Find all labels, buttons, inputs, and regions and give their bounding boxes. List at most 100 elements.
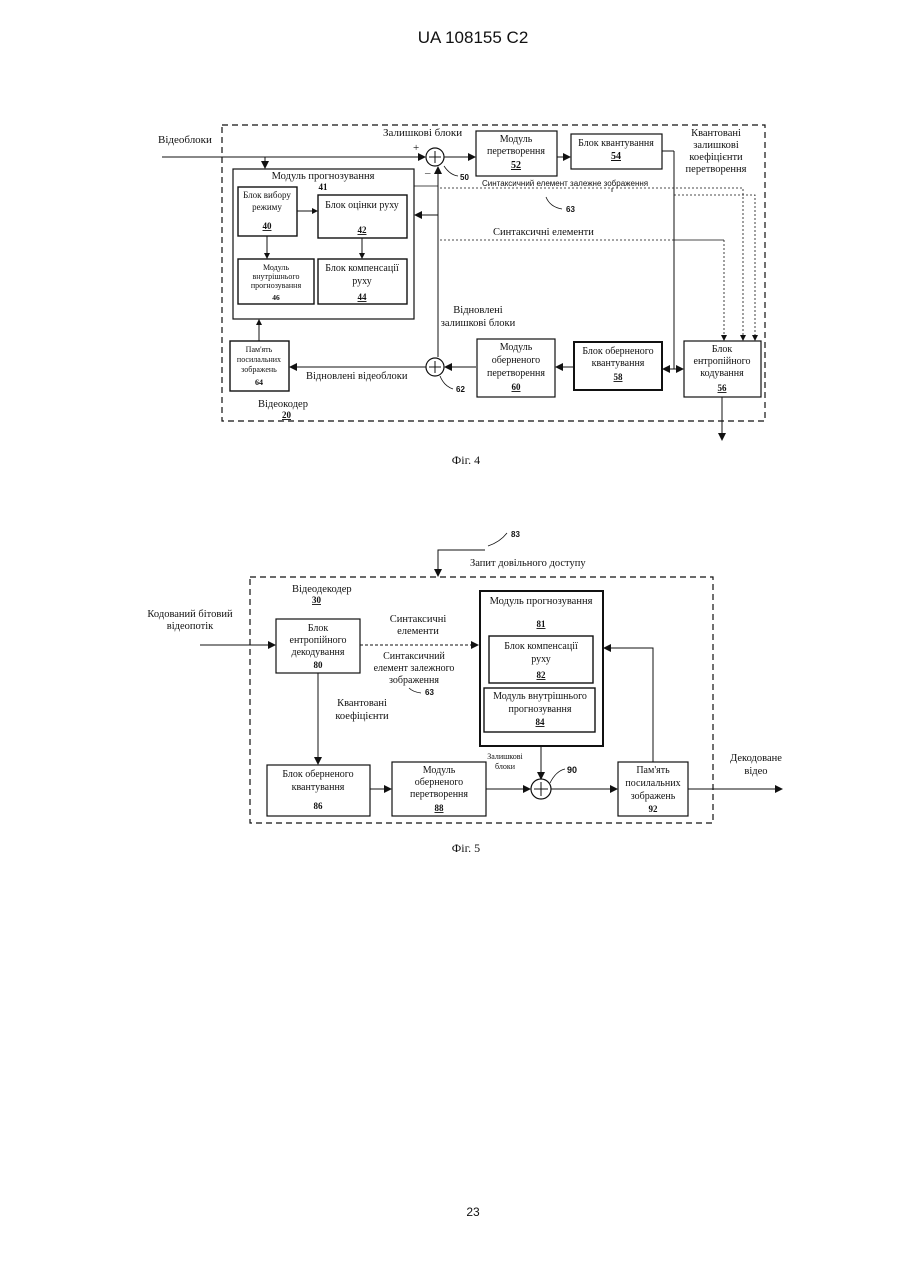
figure-4: Відеоблоки + – 50 Залишкові блоки Модуль… [158,125,765,467]
inv-quant-number: 58 [614,372,624,382]
intra-number-fig5: 84 [536,717,546,727]
intra-label-2: внутрішнього [252,272,299,281]
inv-quant-label-2: квантування [592,358,645,369]
motion-comp-label-1: Блок компенсації [325,263,399,274]
dep-syntax-label: Синтаксичний елемент залежне зображення [482,179,648,188]
quantization-number: 54 [611,151,621,162]
syntax-elements-label-2: елементи [397,626,439,637]
inv-quant-label-2-fig5: квантування [292,782,345,793]
adder-62-number: 62 [456,385,465,394]
input-label: Відеоблоки [158,134,212,146]
ref-63: 63 [566,205,575,214]
motion-estimation-number: 42 [358,225,368,235]
output-label-2: відео [744,766,767,777]
inv-transform-label-1-fig5: Модуль [423,765,456,776]
motion-comp-number-fig5: 82 [537,670,547,680]
entropy-dec-label-1: Блок [308,623,329,634]
random-access-label: Запит довільного доступу [470,558,586,569]
motion-comp-label-1-fig5: Блок компенсації [504,641,578,652]
inv-quant-number-fig5: 86 [314,801,324,811]
output-label-1: Декодоване [730,753,782,764]
inv-quant-label-1-fig5: Блок оберненого [282,769,353,780]
entropy-label-2: ентропійного [694,356,751,367]
prediction-number: 41 [319,182,329,192]
encoder-number: 20 [282,410,292,420]
motion-comp-number: 44 [358,292,368,302]
transform-label-2: перетворення [487,146,545,157]
page-number: 23 [466,1205,480,1219]
entropy-dec-label-2: ентропійного [290,635,347,646]
intra-label-2-fig5: прогнозування [509,704,572,715]
minus-sign: – [424,167,431,179]
ref-memory-label-3-fig5: зображень [631,791,676,802]
input-label-2: відеопотік [167,621,214,632]
residual-blocks-label-1: Залишкові [487,752,523,761]
syntax-elements-label: Синтаксичні елементи [493,227,594,238]
residual-blocks-label: Залишкові блоки [383,127,462,139]
prediction-title-fig5: Модуль прогнозування [490,596,593,607]
inv-quant-label-1: Блок оберненого [582,346,653,357]
quant-coef-label-2: залишкові [693,140,739,151]
entropy-dec-number: 80 [314,660,324,670]
fig5-caption: Фіг. 5 [452,841,480,855]
quant-coef-label-1: Квантовані [691,128,741,139]
inv-transform-label-3-fig5: перетворення [410,789,468,800]
recon-blocks-label: Відновлені відеоблоки [306,371,408,382]
entropy-label-1: Блок [712,344,733,355]
ref-memory-label-3: зображень [241,365,277,374]
intra-label-1: Модуль [263,263,289,272]
recon-residual-label-1: Відновлені [453,305,502,316]
decoder-number: 30 [312,595,322,605]
prediction-number-fig5: 81 [537,619,547,629]
adder-50-number: 50 [460,173,469,182]
decoder-label: Відеодекодер [292,584,352,595]
transform-label-1: Модуль [500,134,533,145]
encoder-label: Відеокодер [258,399,308,410]
intra-label-3: прогнозування [251,281,302,290]
quantization-label: Блок квантування [578,138,654,149]
dep-syntax-label-1: Синтаксичний [383,651,445,662]
mode-select-number: 40 [263,221,273,231]
ref-memory-number-fig5: 92 [649,804,659,814]
inv-transform-number-fig5: 88 [435,803,445,813]
syntax-elements-label-1: Синтаксичні [390,614,447,625]
quant-coef-label-2: коефіцієнти [335,711,389,722]
motion-estimation-label: Блок оцінки руху [325,200,399,211]
dep-syntax-label-2: елемент залежного [374,663,455,674]
quant-coef-label-1: Квантовані [337,698,387,709]
inv-transform-label-3: перетворення [487,368,545,379]
entropy-number: 56 [718,383,728,393]
fig4-caption: Фіг. 4 [452,453,480,467]
entropy-dec-label-3: декодування [291,647,344,658]
inv-transform-number: 60 [512,382,522,392]
intra-label-1-fig5: Модуль внутрішнього [493,691,587,702]
inv-transform-label-2: оберненого [492,355,540,366]
ref-memory-number: 64 [255,378,263,387]
figure-5: 83 Запит довільного доступу Відеодекодер… [147,530,782,855]
adder-90-number: 90 [567,765,577,775]
transform-number: 52 [511,160,521,171]
patent-header: UA 108155 C2 [418,28,529,47]
motion-comp-label-2: руху [352,276,372,287]
motion-comp-label-2-fig5: руху [531,654,551,665]
intra-number: 46 [272,293,280,302]
quant-coef-label-3: коефіцієнти [689,152,743,163]
ref-memory-label-1-fig5: Пам'ять [636,765,670,776]
ref-memory-label-2-fig5: посилальних [625,778,680,789]
recon-residual-label-2: залишкові блоки [441,318,516,329]
mode-select-label-2: режиму [252,202,282,212]
ref-83: 83 [511,530,520,539]
inv-transform-label-2-fig5: оберненого [415,777,463,788]
plus-sign: + [413,142,419,154]
quant-coef-label-4: перетворення [686,164,747,175]
ref-63-fig5: 63 [425,688,434,697]
residual-blocks-label-2: блоки [495,762,516,771]
inv-transform-label-1: Модуль [500,342,533,353]
ref-memory-label-2: посилальних [237,355,281,364]
mode-select-label-1: Блок вибору [243,190,291,200]
input-label-1: Кодований бітовий [147,609,233,620]
prediction-title: Модуль прогнозування [272,171,375,182]
dep-syntax-label-3: зображення [389,675,439,686]
